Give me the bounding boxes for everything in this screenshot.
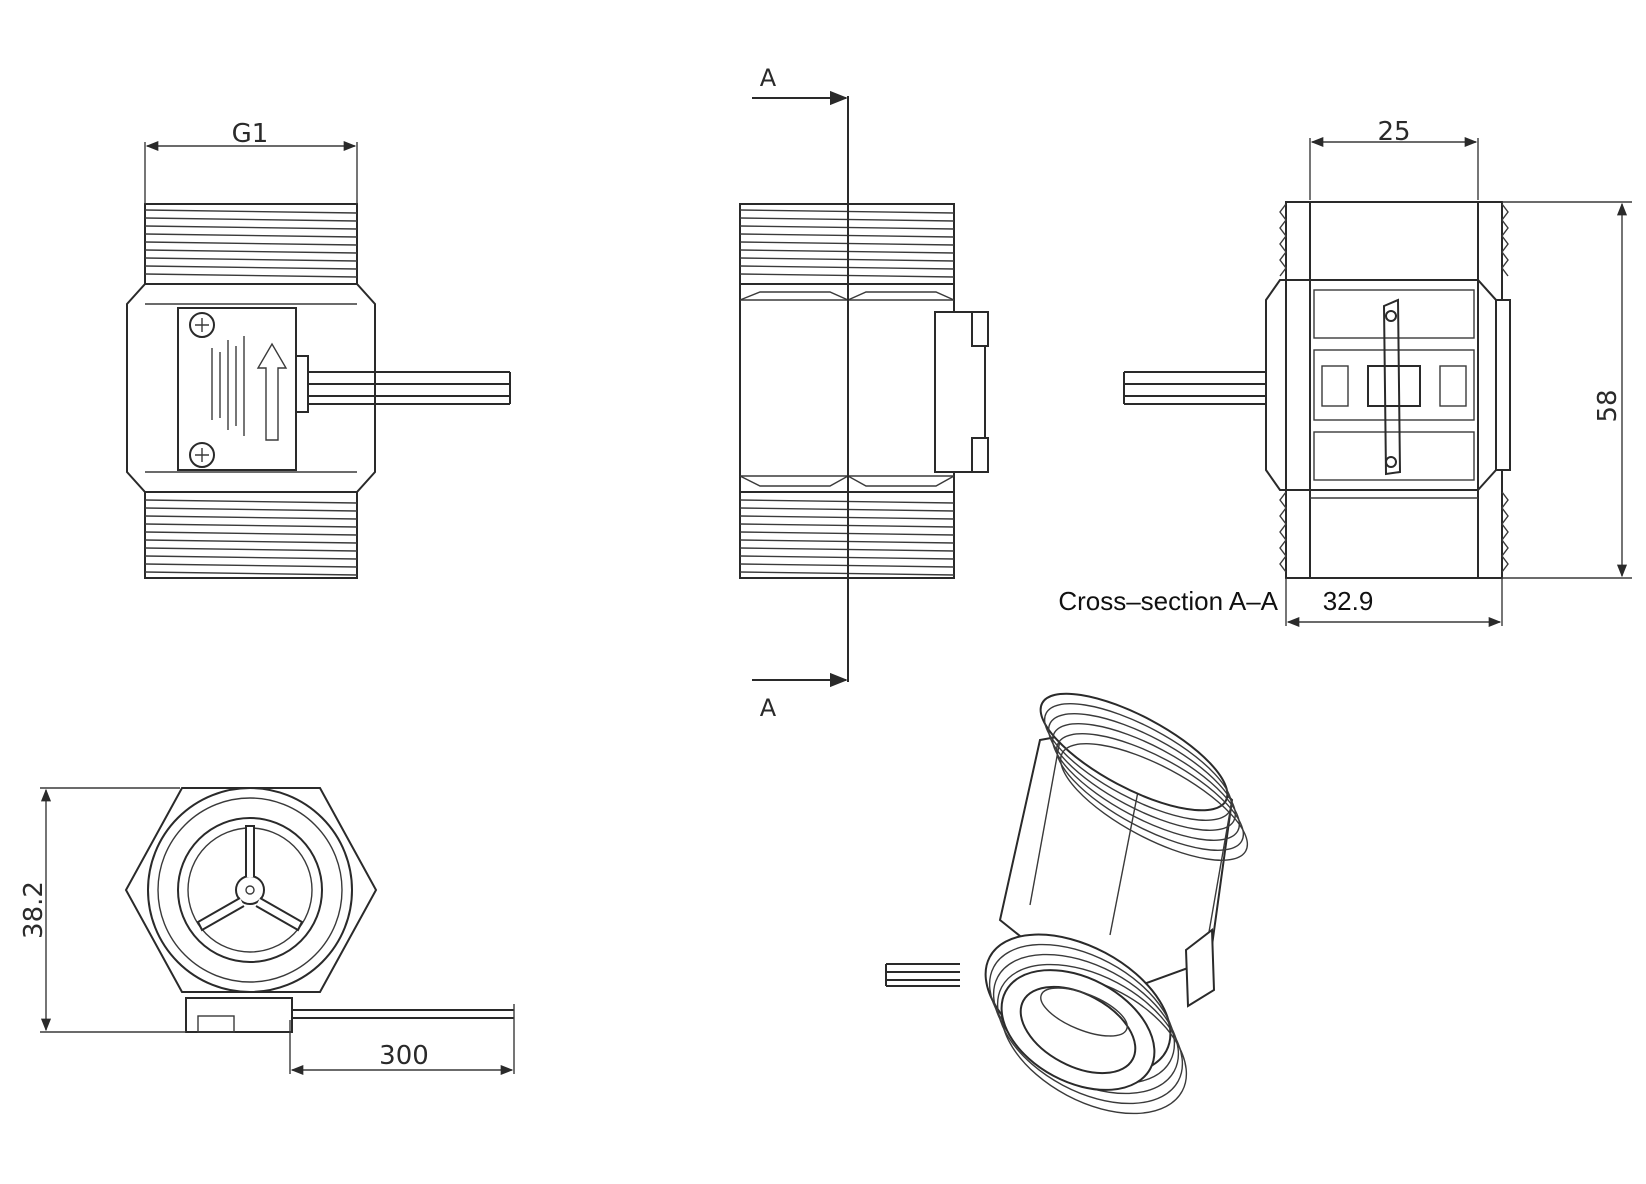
phillips-screw-icon (189, 442, 215, 468)
section-bottom-dim: 32.9 (1323, 586, 1374, 616)
thread-profile (1501, 491, 1509, 573)
label-text-lines (211, 336, 245, 436)
front-view: G1 (126, 119, 511, 579)
end-view: 300 38.2 (19, 787, 515, 1076)
section-height-dim: 58 (1593, 389, 1623, 422)
thread-line (144, 571, 358, 576)
thread-line (144, 273, 358, 278)
thread-line (144, 539, 358, 544)
iso-thread-ring (1039, 692, 1229, 812)
isometric-pipe-icon (885, 692, 1249, 1115)
section-mark-top: A (760, 64, 777, 92)
phillips-screw-icon (189, 312, 215, 338)
thread-line (144, 257, 358, 262)
thread-line (144, 555, 358, 560)
section-width-dim: 25 (1377, 117, 1410, 147)
thread-line (144, 499, 358, 504)
thread-profile (1279, 203, 1287, 277)
thread-line (144, 531, 358, 536)
front-cable (308, 371, 511, 405)
thread-line (144, 209, 358, 214)
thread-size-label: G1 (232, 119, 269, 149)
iso-thread-ring (1047, 713, 1237, 831)
thread-line (144, 515, 358, 520)
thread-line (144, 523, 358, 528)
iso-thread-ring (996, 963, 1184, 1105)
cable-length-dim: 300 (379, 1041, 429, 1071)
thread-line (144, 217, 358, 222)
thread-line (144, 547, 358, 552)
flow-arrow-icon (256, 342, 288, 441)
iso-thread-ring (1059, 743, 1249, 861)
section-caption: Cross–section A–A (1058, 586, 1278, 616)
thread-line (144, 507, 358, 512)
iso-thread-ring (1043, 703, 1233, 821)
section-cable (1123, 371, 1266, 405)
side-view: A A (739, 64, 989, 722)
end-height-dim: 38.2 (19, 881, 49, 939)
thread-profile (1501, 203, 1509, 277)
thread-profile (1279, 491, 1287, 573)
thread-line (144, 563, 358, 568)
thread-line (144, 233, 358, 238)
rotor-blade (1382, 298, 1402, 476)
iso-thread-ring (1055, 733, 1245, 851)
iso-thread-ring (1051, 723, 1241, 841)
rotor-hub-icon (196, 825, 304, 932)
cross-section-view: 25 58 32.9 Cross–section A–A (1058, 117, 1632, 628)
thread-line (144, 265, 358, 270)
front-top-thread (144, 203, 358, 285)
thread-line (144, 225, 358, 230)
thread-line (144, 249, 358, 254)
section-mark-bottom: A (760, 694, 777, 722)
thread-line (144, 241, 358, 246)
